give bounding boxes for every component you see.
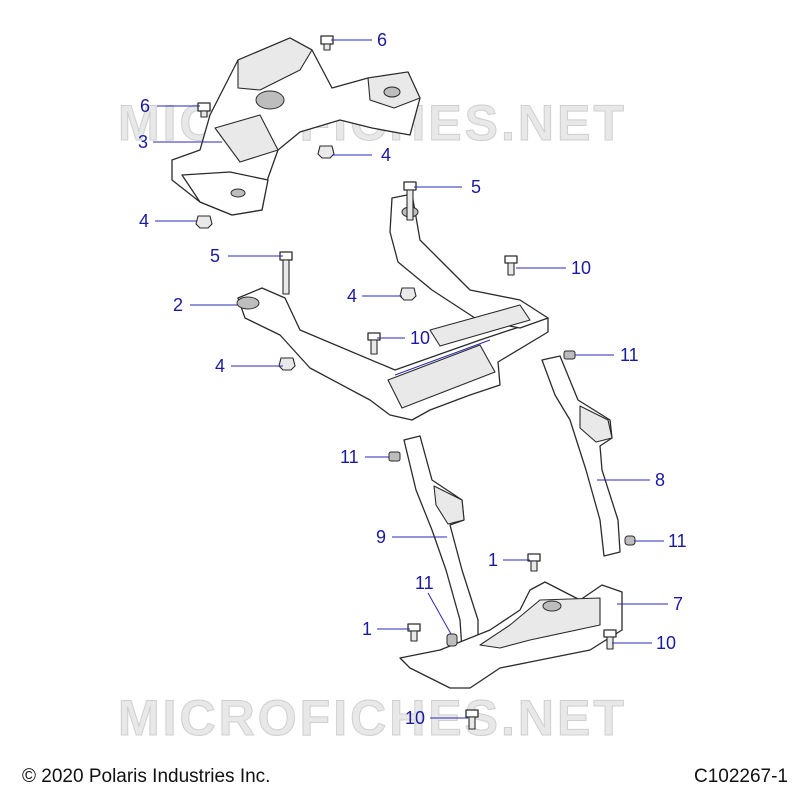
bolt-10-bottom [465,709,479,730]
callout-7: 7 [673,594,683,614]
callout-1-lower: 1 [362,619,372,639]
copyright-text: © 2020 Polaris Industries Inc. [22,766,271,787]
bolt-1-upper [527,553,541,572]
part-2-cross-frame [236,193,549,421]
callout-3: 3 [138,132,148,152]
part-3-upper-bracket [171,37,421,216]
bolt-6-top [320,35,334,51]
bolt-5-right [403,181,417,221]
callout-9: 9 [376,527,386,547]
nut-4-mid [399,287,417,301]
plug-11-left-top [388,451,401,462]
callout-labels: 6 6 3 4 4 5 5 10 2 4 10 4 11 11 8 9 11 1… [138,30,687,728]
callout-6-top: 6 [377,30,387,50]
bolt-5-left [279,251,293,295]
plug-11-left-low [446,633,458,647]
callout-11-right-low: 11 [668,531,687,551]
callout-1-upper: 1 [488,550,498,570]
callout-10-right-low: 10 [656,633,676,653]
part-9-left-rail [403,435,479,651]
callout-4-low: 4 [215,356,225,376]
bolt-1-lower [407,623,421,642]
bolt-10-upper [504,255,518,276]
plug-11-right-top [563,350,576,360]
nut-4-left [195,215,213,229]
nut-4-low [278,357,296,371]
leader-lines [153,39,668,719]
bolt-10-mid [367,332,381,355]
nut-4-top [317,145,335,159]
plug-11-right-low [624,535,636,546]
diagram-id: C102267-1 [693,766,788,787]
callout-5-left: 5 [210,246,220,266]
callout-10-upper: 10 [571,258,591,278]
callout-4-top: 4 [381,145,391,165]
callout-8: 8 [655,470,665,490]
callout-11-left-low: 11 [415,573,434,593]
callout-4-mid: 4 [347,286,357,306]
callout-10-bottom: 10 [405,708,425,728]
part-7-lower-crossmember [399,581,623,689]
callout-5-right: 5 [471,177,481,197]
fasteners [195,35,636,730]
bolt-6-left [197,102,211,118]
callout-4-left: 4 [139,211,149,231]
part-8-right-rail [541,355,621,557]
callout-11-left-top: 11 [340,447,359,467]
callout-11-right-top: 11 [620,345,639,365]
callout-10-mid: 10 [410,328,430,348]
callout-6-left: 6 [140,96,150,116]
callout-2: 2 [173,295,183,315]
watermark-bottom: MICROFICHES.NET [118,690,627,746]
